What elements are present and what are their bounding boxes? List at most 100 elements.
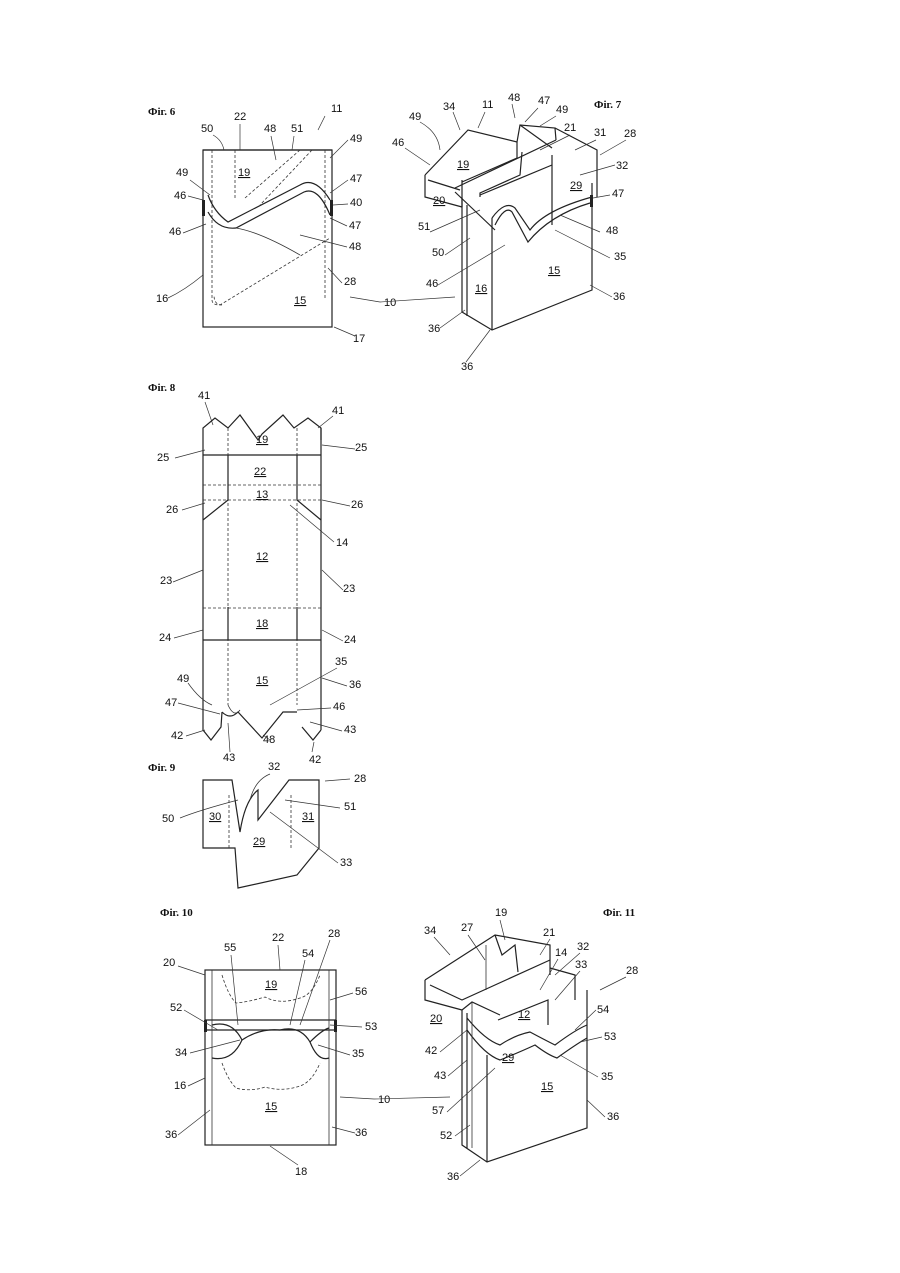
ref-16: 16: [156, 293, 168, 305]
fig9-drawing: [203, 780, 319, 888]
ref-46: 46: [333, 701, 345, 713]
ref-35: 35: [614, 251, 626, 263]
ref-50: 50: [162, 813, 174, 825]
ref-43: 43: [223, 752, 235, 764]
ref-49: 49: [350, 133, 362, 145]
ref-21: 21: [564, 122, 576, 134]
ref-36: 36: [607, 1111, 619, 1123]
ref-49: 49: [176, 167, 188, 179]
ref-52: 52: [440, 1130, 452, 1142]
ref-35: 35: [352, 1048, 364, 1060]
ref-32: 32: [616, 160, 628, 172]
ref-28: 28: [354, 773, 366, 785]
ref-47: 47: [165, 697, 177, 709]
ref-54: 54: [302, 948, 314, 960]
ref-42: 42: [309, 754, 321, 766]
ref-48: 48: [264, 123, 276, 135]
ref-51: 51: [418, 221, 430, 233]
ref-24: 24: [344, 634, 356, 646]
ref-48: 48: [606, 225, 618, 237]
ref-35: 35: [335, 656, 347, 668]
ref-36: 36: [428, 323, 440, 335]
ref-47: 47: [538, 95, 550, 107]
fig9-labels: 32 28 50 30 31 51 29 33: [162, 761, 366, 869]
ref-11: 11: [331, 103, 342, 115]
ref-36: 36: [349, 679, 361, 691]
ref-41: 41: [332, 405, 344, 417]
ref-42: 42: [171, 730, 183, 742]
ref-26: 26: [351, 499, 363, 511]
ref-41: 41: [198, 390, 210, 402]
ref-46: 46: [169, 226, 181, 238]
ref-34: 34: [443, 101, 455, 113]
ref-16: 16: [475, 283, 487, 295]
ref-29: 29: [570, 180, 582, 192]
ref-32: 32: [577, 941, 589, 953]
ref-12: 12: [256, 551, 268, 563]
ref-10: 10: [384, 297, 396, 309]
ref-35: 35: [601, 1071, 613, 1083]
fig8-drawing: [203, 415, 321, 740]
ref-29: 29: [502, 1052, 514, 1064]
ref-24: 24: [159, 632, 171, 644]
ref-27: 27: [461, 922, 473, 934]
ref-25: 25: [157, 452, 169, 464]
ref-20: 20: [163, 957, 175, 969]
ref-11: 11: [482, 99, 493, 111]
ref-47: 47: [349, 220, 361, 232]
ref-49: 49: [409, 111, 421, 123]
ref-50: 50: [432, 247, 444, 259]
ref-28: 28: [626, 965, 638, 977]
ref-14: 14: [336, 537, 348, 549]
ref-19: 19: [256, 434, 268, 446]
ref-18: 18: [295, 1166, 307, 1178]
ref-51: 51: [344, 801, 356, 813]
fig11-labels: 19 34 27 21 32 14 33 28 20 12 54 53 42 2…: [424, 907, 638, 1183]
ref-56: 56: [355, 986, 367, 998]
ref-54: 54: [597, 1004, 609, 1016]
ref-15: 15: [294, 295, 306, 307]
ref-10: 10: [378, 1094, 390, 1106]
ref-15: 15: [548, 265, 560, 277]
ref-40: 40: [350, 197, 362, 209]
ref-15: 15: [256, 675, 268, 687]
ref-51: 51: [291, 123, 303, 135]
ref-28: 28: [344, 276, 356, 288]
ref-19: 19: [238, 167, 250, 179]
ref-57: 57: [432, 1105, 444, 1117]
ref-34: 34: [175, 1047, 187, 1059]
ref-48: 48: [508, 92, 520, 104]
ref-32: 32: [268, 761, 280, 773]
ref-13: 13: [256, 489, 268, 501]
ref-23: 23: [160, 575, 172, 587]
ref-28: 28: [624, 128, 636, 140]
ref-53: 53: [604, 1031, 616, 1043]
ref-46: 46: [426, 278, 438, 290]
ref-19: 19: [495, 907, 507, 919]
ref-20: 20: [430, 1013, 442, 1025]
ref-43: 43: [344, 724, 356, 736]
ref-21: 21: [543, 927, 555, 939]
ref-26: 26: [166, 504, 178, 516]
ref-52: 52: [170, 1002, 182, 1014]
ref-14: 14: [555, 947, 567, 959]
ref-15: 15: [541, 1081, 553, 1093]
ref-22: 22: [254, 466, 266, 478]
ref-47: 47: [350, 173, 362, 185]
ref-36: 36: [447, 1171, 459, 1183]
ref-43: 43: [434, 1070, 446, 1082]
ref-19: 19: [457, 159, 469, 171]
ref-20: 20: [433, 195, 445, 207]
ref-19: 19: [265, 979, 277, 991]
ref-47: 47: [612, 188, 624, 200]
ref-53: 53: [365, 1021, 377, 1033]
ref-30: 30: [209, 811, 221, 823]
ref-36: 36: [613, 291, 625, 303]
ref-55: 55: [224, 942, 236, 954]
ref-28: 28: [328, 928, 340, 940]
ref-12: 12: [518, 1009, 530, 1021]
ref-46: 46: [174, 190, 186, 202]
ref-25: 25: [355, 442, 367, 454]
ref-36: 36: [461, 361, 473, 373]
ref-36: 36: [165, 1129, 177, 1141]
